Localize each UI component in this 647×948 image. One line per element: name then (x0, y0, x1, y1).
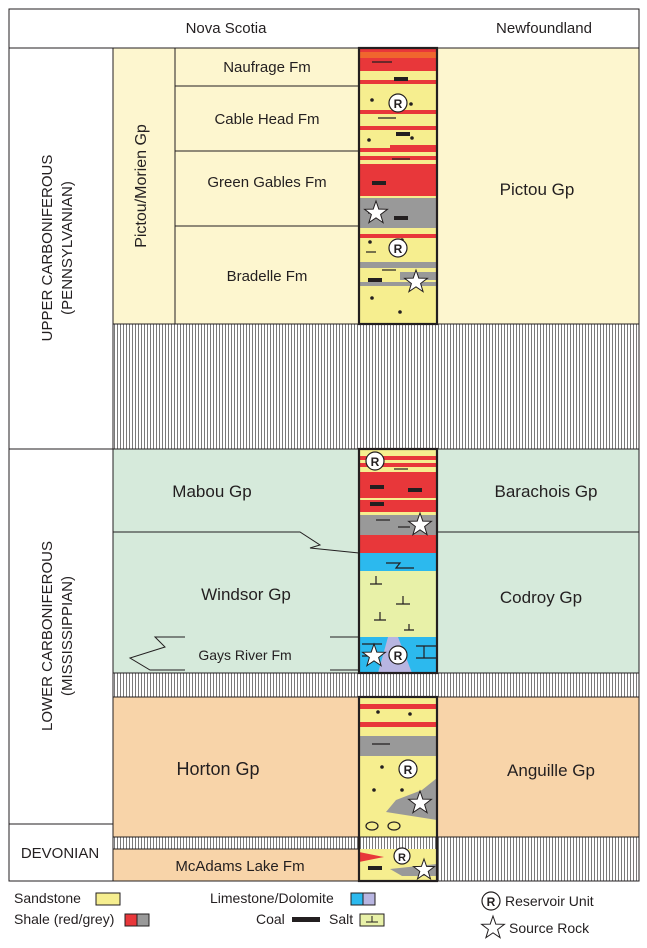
legend-reservoir-label: Reservoir Unit (505, 893, 594, 909)
nf-codroy-gp: Codroy Gp (500, 588, 582, 607)
reservoir-icon: R (394, 848, 410, 864)
svg-text:R: R (394, 97, 403, 111)
svg-text:R: R (371, 455, 380, 469)
period-lower: LOWER CARBONIFEROUS (MISSISSIPPIAN) (39, 541, 76, 731)
nf-anguille-gp: Anguille Gp (507, 761, 595, 780)
salt-swatch (360, 914, 384, 926)
period-upper: UPPER CARBONIFEROUS (PENNSYLVANIAN) (39, 155, 76, 342)
windsor-gp: Windsor Gp (201, 585, 291, 604)
horton-gp: Horton Gp (176, 759, 259, 779)
legend-reservoir-icon: R (482, 892, 500, 910)
limestone-dolomite-swatch (351, 893, 375, 905)
reservoir-icon: R (366, 452, 384, 470)
reservoir-icon: R (389, 646, 407, 664)
svg-text:R: R (487, 895, 496, 909)
period-upper-label: UPPER CARBONIFEROUS (39, 155, 56, 342)
hiatus-upper (113, 324, 639, 449)
legend-shale-label: Shale (red/grey) (14, 911, 114, 927)
legend-source-rock-label: Source Rock (509, 920, 590, 936)
svg-text:R: R (394, 242, 403, 256)
svg-text:R: R (394, 649, 403, 663)
coal-beds-horton (368, 866, 382, 870)
gays-river-fm: Gays River Fm (198, 647, 291, 663)
header-nova-scotia: Nova Scotia (186, 20, 268, 37)
period-lower-sublabel: (MISSISSIPPIAN) (59, 576, 76, 696)
green-gables-fm: Green Gables Fm (207, 174, 326, 191)
bradelle-fm: Bradelle Fm (227, 268, 308, 285)
sandstone-swatch (96, 893, 120, 905)
period-upper-sublabel: (PENNSYLVANIAN) (59, 181, 76, 315)
mcadams-lake-fm: McAdams Lake Fm (175, 858, 304, 875)
reservoir-icon: R (389, 239, 407, 257)
svg-text:R: R (404, 763, 413, 777)
legend: Sandstone Shale (red/grey) Limestone/Dol… (14, 890, 594, 938)
coal-swatch (292, 917, 320, 922)
legend-coal-label: Coal (256, 911, 285, 927)
nf-pictou-gp: Pictou Gp (500, 180, 575, 199)
litho-column-lower (359, 449, 437, 673)
svg-text:R: R (398, 852, 406, 864)
mabou-gp: Mabou Gp (172, 482, 251, 501)
pictou-morien-group: Pictou/Morien Gp (133, 124, 150, 248)
reservoir-icon: R (389, 94, 407, 112)
reservoir-icon: R (399, 760, 417, 778)
naufrage-fm: Naufrage Fm (223, 59, 311, 76)
period-devonian: DEVONIAN (21, 845, 99, 862)
header-newfoundland: Newfoundland (496, 20, 592, 37)
period-lower-label: LOWER CARBONIFEROUS (39, 541, 56, 731)
legend-limestone-label: Limestone/Dolomite (210, 890, 334, 906)
hiatus-lower (113, 673, 639, 697)
shale-swatch (125, 914, 149, 926)
nf-barachois-gp: Barachois Gp (495, 482, 598, 501)
legend-source-rock-star-icon (482, 916, 505, 938)
legend-salt-label: Salt (329, 911, 353, 927)
cable-head-fm: Cable Head Fm (214, 111, 319, 128)
litho-column-upper (359, 48, 437, 324)
legend-sandstone-label: Sandstone (14, 890, 81, 906)
